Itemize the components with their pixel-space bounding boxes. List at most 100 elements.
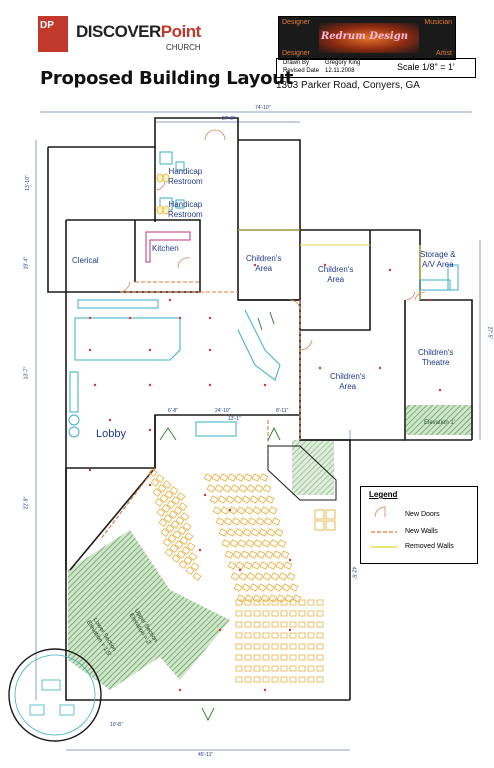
dim-left-1: 13'-10" (24, 175, 31, 191)
logo-mark-icon (38, 16, 68, 52)
light-marker (178, 316, 182, 320)
seat (203, 473, 213, 482)
legend-door-icon (374, 506, 386, 518)
seat (316, 621, 324, 628)
seat (280, 610, 288, 617)
designer-badge: Redrum Design Designer Musician Designer… (278, 16, 456, 60)
seat (217, 495, 227, 504)
seat (260, 506, 270, 515)
seat (261, 539, 271, 548)
light-marker (198, 548, 202, 552)
upper-section-hatch (130, 530, 230, 680)
seat (244, 654, 252, 661)
logo-name-b: Point (160, 22, 202, 41)
seat (262, 621, 270, 628)
seat (307, 610, 315, 617)
seating (148, 468, 324, 683)
light-marker (128, 316, 132, 320)
seat (251, 473, 261, 482)
badge-designer-2: Designer (282, 50, 311, 57)
title-block: Drawn By Gregory King Revised Date 12.11… (276, 58, 476, 78)
seat (160, 528, 170, 537)
badge-artist: Artist (436, 50, 452, 57)
dim-stage-1: 6'-8" (168, 408, 178, 414)
badge-musician: Musician (424, 19, 452, 26)
seat (167, 534, 177, 543)
seat (254, 572, 264, 581)
seat (244, 632, 252, 639)
seat (262, 632, 270, 639)
seat (271, 665, 279, 672)
seat (316, 632, 324, 639)
seat (240, 550, 250, 559)
seat (185, 566, 195, 575)
seat (262, 665, 270, 672)
seat (241, 495, 251, 504)
seat (253, 632, 261, 639)
seat (262, 572, 272, 581)
seat (269, 539, 279, 548)
seat (253, 621, 261, 628)
seat (254, 484, 264, 493)
legend-item-new-walls: New Walls (405, 528, 438, 535)
seat (255, 517, 265, 526)
seat (186, 542, 196, 551)
seat (316, 654, 324, 661)
seat (307, 632, 315, 639)
light-marker (148, 383, 152, 387)
seat (262, 676, 270, 683)
seat (265, 495, 275, 504)
storage-av-label: Storage & A/V Area (420, 250, 456, 269)
seat (214, 484, 224, 493)
revised-label: Revised Date (283, 68, 320, 74)
seat (280, 654, 288, 661)
seat (184, 532, 194, 541)
legend: Legend New Doors New Walls Removed Walls (360, 486, 478, 564)
seat (271, 621, 279, 628)
seat (271, 643, 279, 650)
seat (262, 643, 270, 650)
seat (244, 621, 252, 628)
seat (176, 492, 186, 501)
light-marker (288, 558, 292, 562)
dim-right-1: 27'-5" (486, 326, 493, 340)
seat (289, 665, 297, 672)
seat (284, 594, 294, 603)
dimension-lines (35, 111, 481, 751)
light-marker (88, 316, 92, 320)
seat (246, 572, 256, 581)
seat (229, 539, 239, 548)
seat (159, 494, 169, 503)
light-marker (263, 688, 267, 692)
seat (244, 594, 254, 603)
seat (235, 473, 245, 482)
kitchen-counter (145, 231, 191, 263)
seat (164, 548, 174, 557)
light-marker (288, 628, 292, 632)
seat (225, 495, 235, 504)
legend-item-removed-walls: Removed Walls (405, 543, 454, 550)
seat (223, 517, 233, 526)
seat (233, 583, 243, 592)
seat (239, 517, 249, 526)
seat (177, 526, 187, 535)
theatre-elevation-label: Elevation 1' (424, 420, 455, 426)
seat (244, 665, 252, 672)
seat (257, 583, 267, 592)
seat (248, 550, 258, 559)
seat (316, 599, 324, 606)
seat (289, 676, 297, 683)
seat (298, 621, 306, 628)
seat (206, 484, 216, 493)
seat (251, 561, 261, 570)
seat (173, 506, 183, 515)
clerical-label: Clerical (72, 256, 99, 265)
seat (260, 594, 270, 603)
seat (238, 484, 248, 493)
seat (264, 550, 274, 559)
light-marker (323, 263, 327, 267)
seat (268, 594, 278, 603)
seat (230, 484, 240, 493)
seat (270, 572, 280, 581)
seat (235, 561, 245, 570)
